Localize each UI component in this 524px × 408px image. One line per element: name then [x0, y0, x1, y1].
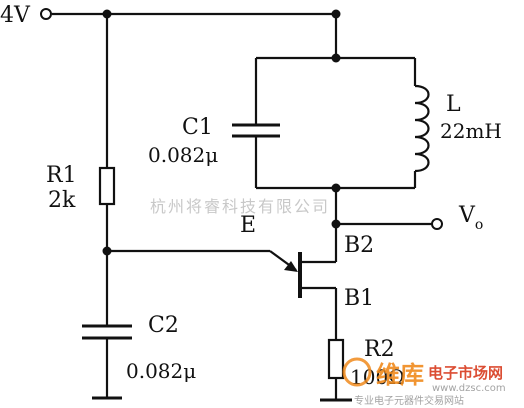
label-b2: B2 [344, 233, 374, 258]
label-c2-value: 0.082μ [126, 359, 196, 383]
watermark-tagline: 专业电子元器件交易网站 [354, 394, 464, 407]
label-supply: 4V [0, 3, 31, 28]
label-c1-name: C1 [182, 115, 213, 140]
inductor-l [414, 84, 430, 173]
resistor-r1 [98, 166, 116, 206]
watermark-brand-suffix: 电子市场网 [428, 364, 503, 382]
dzsc-watermark-logo: 维库 电子市场网 www.dzsc.com 专业电子元器件交易网站 [342, 357, 506, 407]
junction-output [331, 219, 341, 229]
label-emitter: E [240, 213, 256, 238]
watermark-brand: 维库 [376, 361, 424, 389]
label-output: Vo [458, 203, 483, 233]
label-c1-value: 0.082μ [148, 143, 218, 167]
junction-rail-r1 [102, 9, 112, 19]
terminal-output [431, 218, 443, 230]
junction-rail-tank [331, 9, 341, 19]
watermark-center-text: 杭州将睿科技有限公司 [150, 197, 330, 216]
label-b1: B1 [344, 286, 374, 311]
label-r1-value: 2k [48, 188, 76, 213]
watermark-url: www.dzsc.com [432, 383, 506, 394]
dzsc-logo-swirl-icon [342, 357, 372, 387]
label-l-value: 22mH [440, 119, 502, 143]
junction-tank-top [331, 53, 341, 63]
terminal-supply [40, 8, 52, 20]
junction-emitter [102, 246, 112, 256]
ujt-emitter-arrow [284, 261, 298, 272]
resistor-r2 [327, 338, 345, 380]
label-c2-name: C2 [148, 313, 179, 338]
label-l-name: L [446, 92, 461, 117]
label-r1-name: R1 [46, 163, 77, 188]
label-r2-name: R2 [364, 337, 395, 362]
junction-tank-bottom [331, 183, 341, 193]
